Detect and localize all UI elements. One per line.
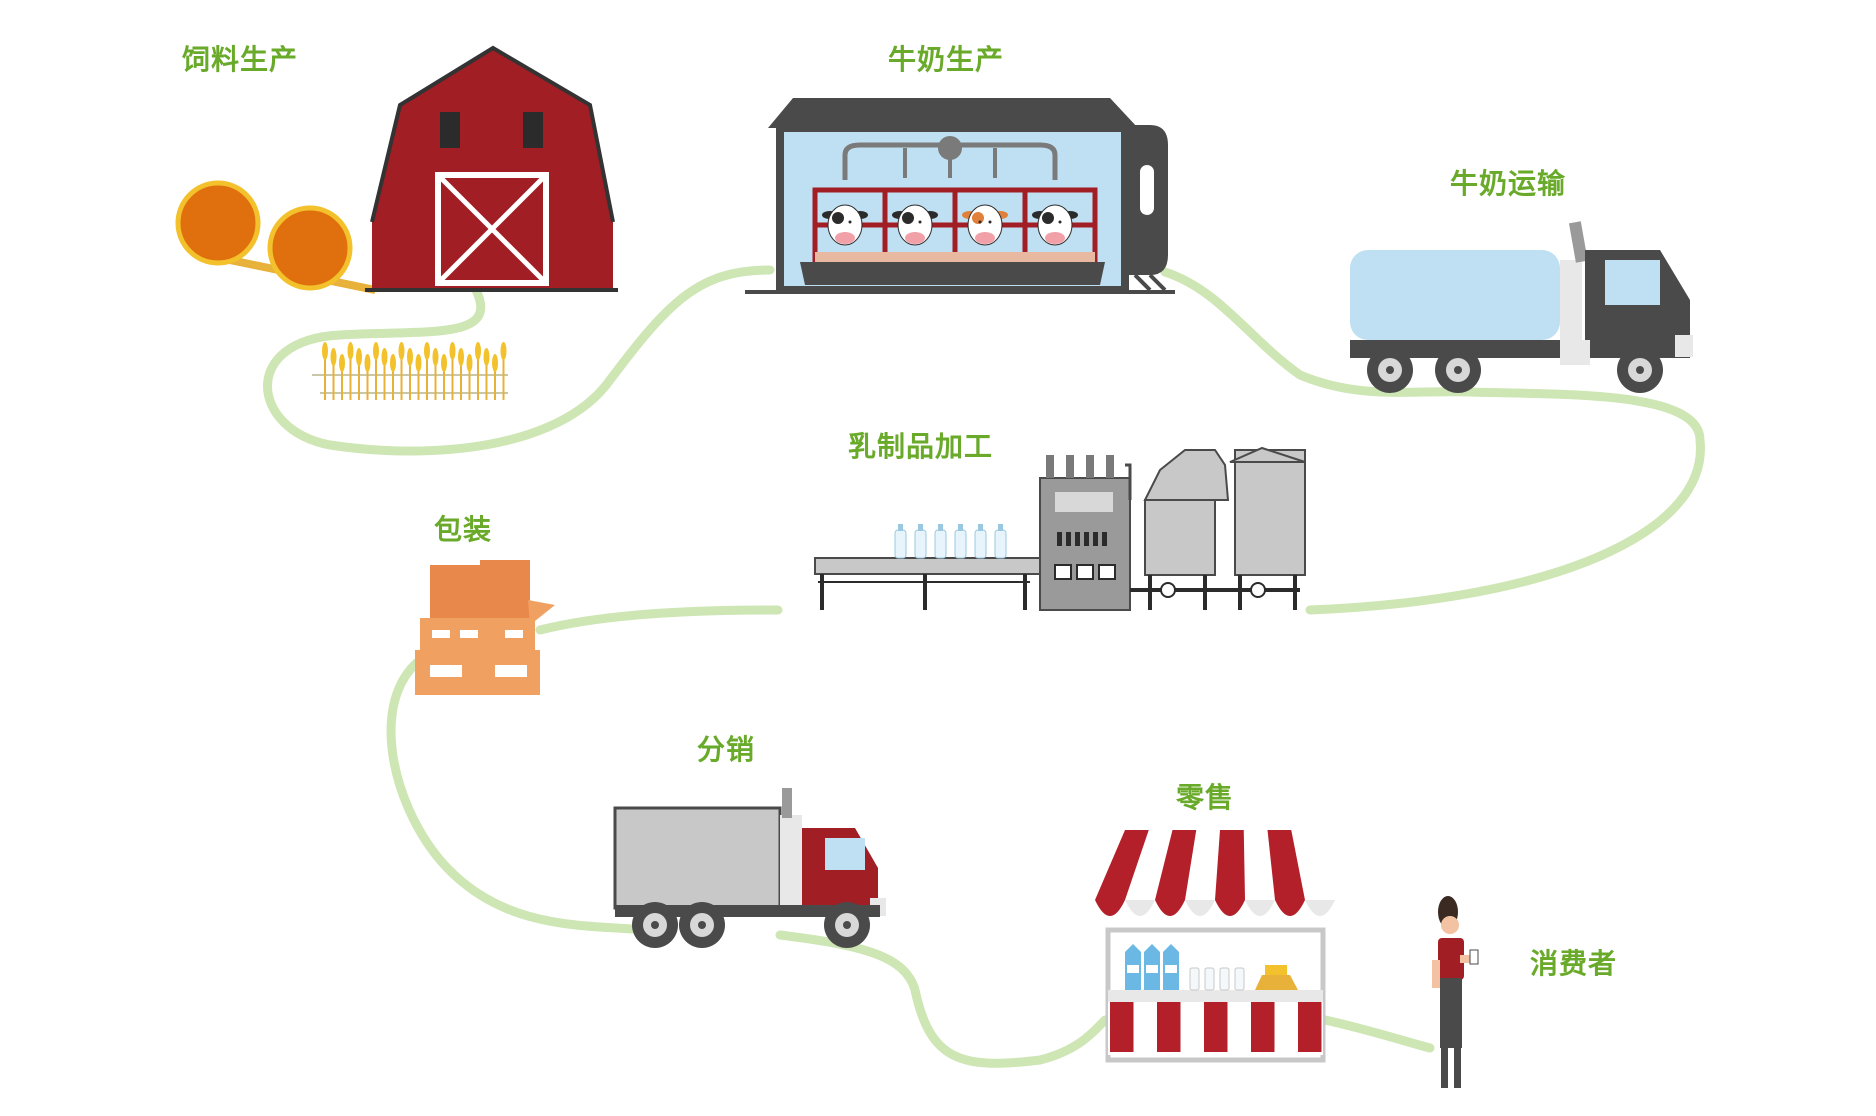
cow-icon xyxy=(962,204,1008,246)
cow-icon xyxy=(822,204,1078,246)
barn-icon xyxy=(365,45,618,292)
cow-icon xyxy=(892,204,938,246)
label-packaging: 包装 xyxy=(434,513,493,546)
label-dairy-processing: 乳制品加工 xyxy=(848,430,994,463)
label-feed-production: 饲料生产 xyxy=(182,43,299,76)
label-consumer: 消费者 xyxy=(1530,947,1618,980)
tanker-truck-icon xyxy=(1350,221,1693,393)
market-stall-icon xyxy=(1095,830,1335,1063)
processing-line-icon xyxy=(814,446,1306,611)
cow-icon xyxy=(1032,204,1078,246)
label-distribution: 分销 xyxy=(697,733,756,766)
label-milk-production: 牛奶生产 xyxy=(888,43,1005,76)
boxes-icon xyxy=(415,560,555,695)
supply-chain-path xyxy=(263,265,1705,1068)
label-retail: 零售 xyxy=(1176,781,1235,814)
woman-icon xyxy=(1432,896,1479,1088)
cow-shed-icon xyxy=(745,98,1175,294)
hay-bale-icon xyxy=(175,180,376,294)
cow-icon xyxy=(822,204,868,246)
wheat-icon xyxy=(312,342,508,400)
label-milk-transport: 牛奶运输 xyxy=(1450,167,1567,200)
delivery-truck-icon xyxy=(613,788,886,948)
